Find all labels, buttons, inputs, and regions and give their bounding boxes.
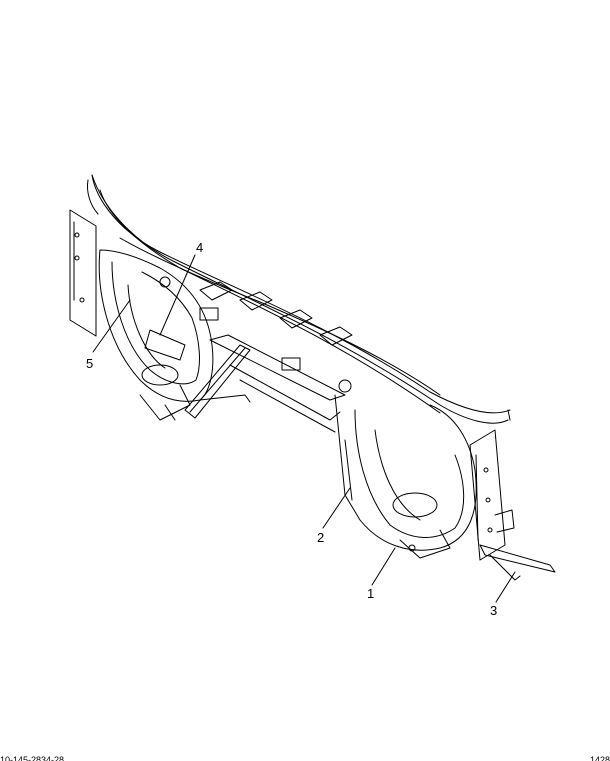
footer-page-code: 1428 (589, 756, 610, 761)
upper-cowl-panel (87, 174, 511, 424)
leader-lines (92, 254, 516, 603)
callout-2: 2 (317, 530, 324, 545)
lower-tie-bar (209, 334, 346, 433)
right-side-bracket (469, 429, 556, 581)
left-radiator-support (98, 249, 214, 421)
callout-4: 4 (196, 240, 203, 255)
callout-1: 1 (367, 586, 374, 601)
callout-5: 5 (86, 356, 93, 371)
footer-figure-number: 10-145-2834-28 (0, 756, 65, 761)
callout-3: 3 (490, 603, 497, 618)
left-side-bracket (69, 209, 97, 337)
right-radiator-support (334, 394, 477, 559)
upper-cowl-ribs (199, 281, 353, 393)
left-lower-brace (184, 344, 251, 419)
